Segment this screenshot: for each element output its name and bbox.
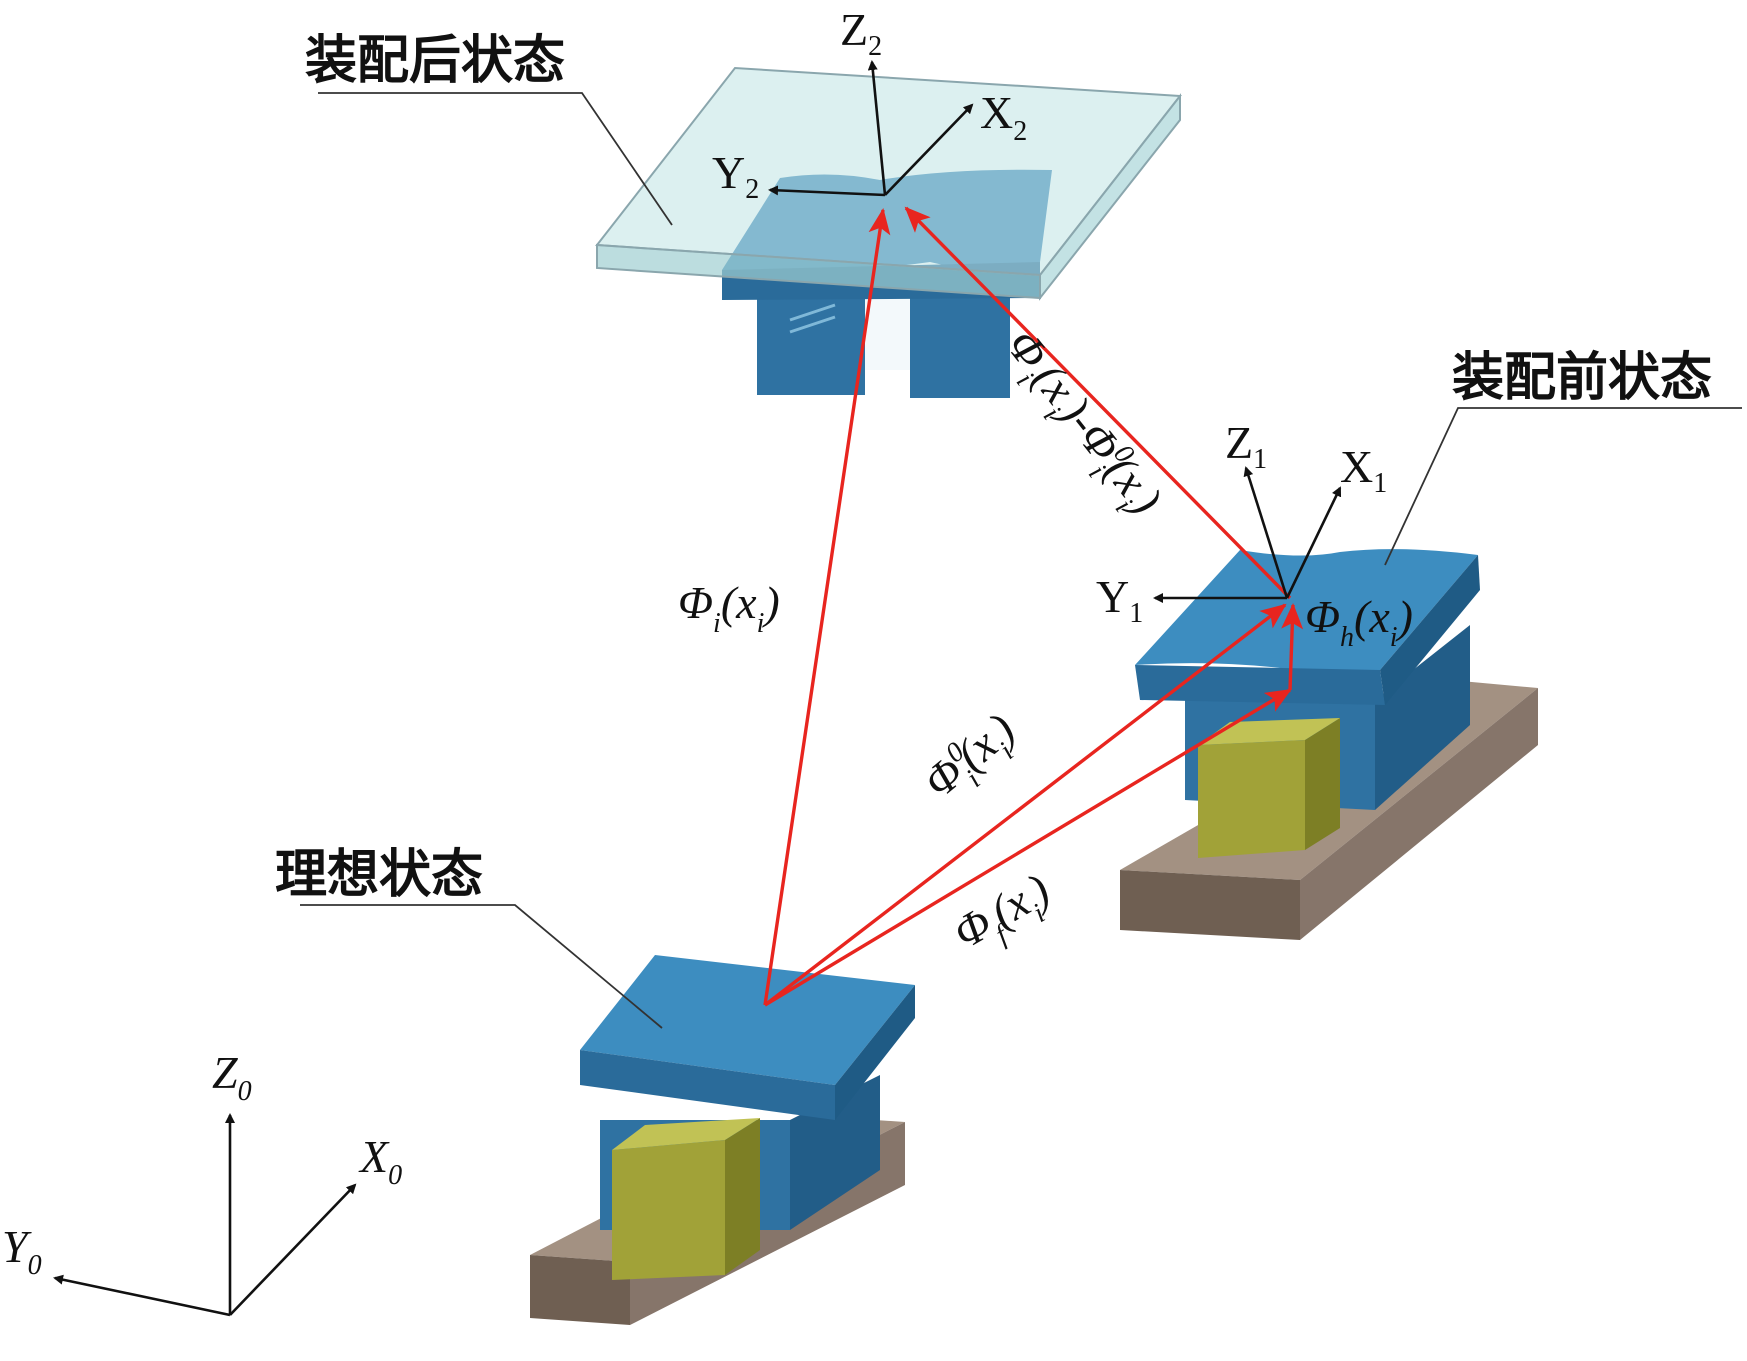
- frame1-z-axis: [1243, 466, 1289, 599]
- frame2-x-label: X2: [980, 87, 1027, 147]
- ideal-state-assembly: [530, 955, 915, 1325]
- frame2-y-label: Y2: [712, 147, 759, 205]
- frame2-z-axis: [867, 60, 887, 196]
- label-phi-i: Φi(xi): [678, 577, 780, 639]
- label-before-assembly: 装配前状态: [1452, 348, 1712, 408]
- after-glass-plate: [595, 66, 1182, 301]
- leader-ideal-state: [300, 904, 663, 1029]
- ideal-top-plate: [580, 955, 915, 1120]
- vector-phi-i: [763, 208, 891, 1006]
- frame2-z-label: Z2: [840, 4, 882, 62]
- frame0-y-axis: [53, 1274, 231, 1317]
- leader-lines: [300, 92, 1742, 1029]
- frame-2-axes: [768, 60, 974, 197]
- vector-phi-h: [1281, 603, 1304, 691]
- frame2-y-axis: [768, 185, 886, 197]
- frame2-x-axis: [884, 103, 974, 196]
- before-assembly-state: [1120, 549, 1538, 940]
- frame-0-axes: [53, 1113, 357, 1317]
- frame0-x-axis: [229, 1183, 357, 1316]
- vector-phi-diff: [904, 206, 1292, 600]
- vector-phi-i0: [763, 603, 1287, 1007]
- frame1-z-label: Z1: [1225, 417, 1267, 475]
- svg-text:Φ0i(xi): Φ0i(xi): [913, 702, 1031, 816]
- vectors: [763, 206, 1304, 1007]
- label-phi-f: Φf(xi): [945, 864, 1064, 969]
- before-top-plate: [1135, 549, 1480, 705]
- ideal-yellow-block: [612, 1118, 760, 1280]
- label-phi-h: Φh(xi): [1305, 591, 1413, 653]
- label-ideal-state: 理想状态: [275, 845, 483, 905]
- after-assembly-state: [595, 66, 1182, 398]
- vector-phi-f: [764, 688, 1292, 1007]
- svg-text:Φi(xi)-Φ0i(xi): Φi(xi)-Φ0i(xi): [988, 319, 1172, 530]
- leader-before-assembly: [1384, 407, 1742, 566]
- after-support-legs: [757, 290, 1010, 398]
- frame0-y-label: Y0: [2, 1221, 42, 1281]
- frame-1-axes: [1153, 466, 1342, 603]
- frame1-x-axis: [1285, 486, 1342, 599]
- frame0-x-label: X0: [358, 1131, 402, 1191]
- leader-after-assembly: [318, 92, 673, 226]
- label-phi-i0: Φ0i(xi): [913, 702, 1031, 816]
- svg-text:Φf(xi): Φf(xi): [945, 864, 1064, 969]
- label-after-assembly: 装配后状态: [305, 31, 565, 91]
- frame0-z-label: Z0: [212, 1047, 252, 1107]
- frame1-x-label: X1: [1340, 441, 1387, 499]
- before-yellow-block: [1198, 718, 1340, 858]
- frame1-y-label: Y1: [1096, 571, 1143, 629]
- label-phi-diff: Φi(xi)-Φ0i(xi): [988, 319, 1172, 530]
